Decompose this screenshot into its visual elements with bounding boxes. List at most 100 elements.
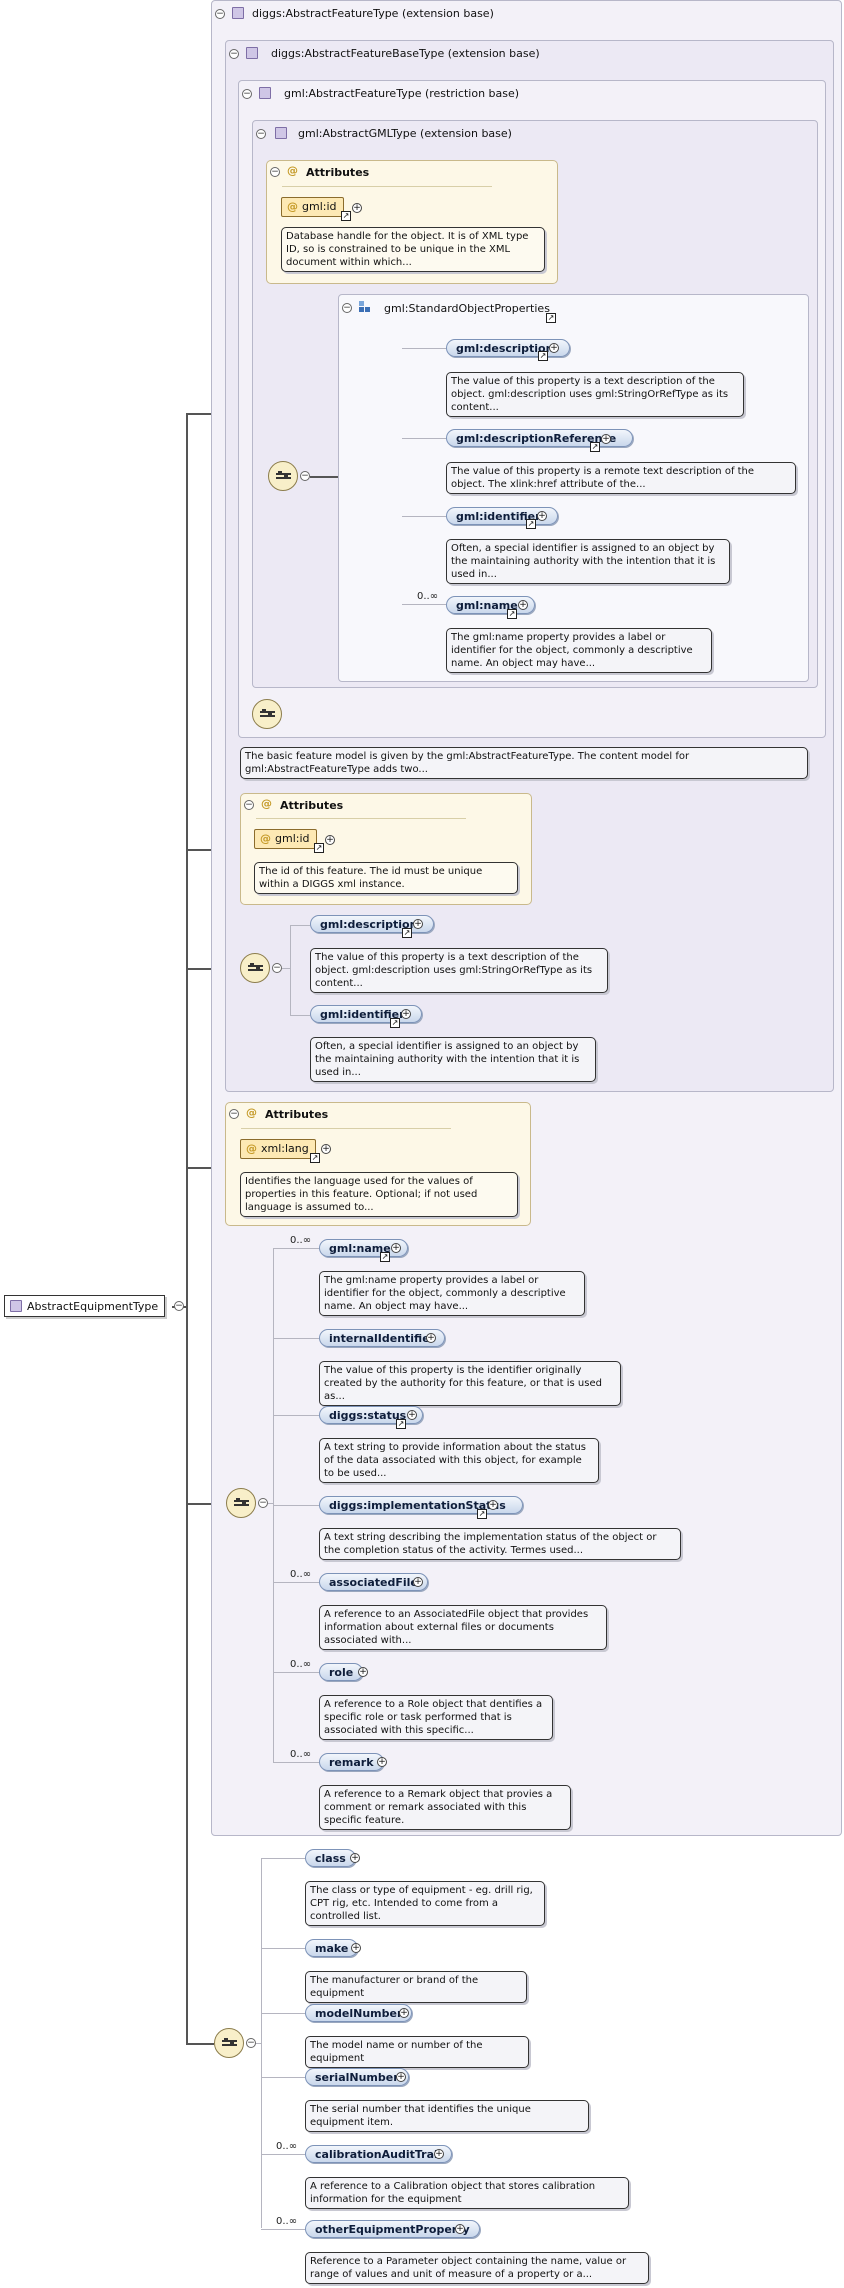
frame2-collapse-icon[interactable]: − xyxy=(229,49,239,59)
seq-f1-connector xyxy=(268,1503,273,1504)
attr-gml-id-1[interactable]: @ gml:id xyxy=(281,197,344,217)
attr-at-icon: @ xyxy=(246,1142,257,1155)
sequence-f1-collapse-icon[interactable]: − xyxy=(258,1498,268,1508)
sequence-icon-gml-type[interactable] xyxy=(268,461,298,491)
element-f2-identifier[interactable]: gml:identifier xyxy=(310,1005,422,1023)
expand-icon[interactable]: + xyxy=(358,1667,368,1677)
sequence-own-collapse-icon[interactable]: − xyxy=(246,2038,256,2048)
expand-icon[interactable]: + xyxy=(396,2072,406,2082)
expand-icon[interactable]: + xyxy=(399,2008,409,2018)
element-class[interactable]: class xyxy=(305,1849,356,1867)
ref-arrow-icon[interactable]: ↗ xyxy=(380,1252,390,1262)
expand-icon[interactable]: + xyxy=(518,600,528,610)
cardinality-label: 0..∞ xyxy=(290,1659,312,1670)
frame1-title: diggs:AbstractFeatureType (extension bas… xyxy=(252,7,494,20)
sequence-icon-feature-base[interactable] xyxy=(240,953,270,983)
sequence-icon-equipment[interactable] xyxy=(214,2028,244,2058)
ref-arrow-icon[interactable]: ↗ xyxy=(390,1018,400,1028)
element-model-number[interactable]: modelNumber xyxy=(305,2004,413,2022)
sequence-icon-feature-type[interactable] xyxy=(252,699,282,729)
attributes1-title: Attributes xyxy=(306,166,370,179)
expand-icon[interactable]: + xyxy=(407,1410,417,1420)
cardinality-label: 0..∞ xyxy=(290,1749,312,1760)
cardinality-label: 0..∞ xyxy=(290,1235,312,1246)
ref-arrow-icon[interactable]: ↗ xyxy=(341,211,351,221)
attributes3-divider xyxy=(241,1128,451,1129)
attributes3-collapse-icon[interactable]: − xyxy=(229,1109,239,1119)
expand-icon[interactable]: + xyxy=(413,1577,423,1587)
spine-branch-seq1 xyxy=(186,1503,226,1505)
expand-icon[interactable]: + xyxy=(537,511,547,521)
element-calibration-audit-trail[interactable]: calibrationAuditTrail xyxy=(305,2145,452,2163)
expand-icon[interactable]: + xyxy=(488,1500,498,1510)
element-f1-role-desc: A reference to a Role object that dentif… xyxy=(319,1695,553,1740)
sequence-f4-collapse-icon[interactable]: − xyxy=(300,471,310,481)
f1-branch-7 xyxy=(273,1762,319,1763)
frame1-collapse-icon[interactable]: − xyxy=(215,9,225,19)
ref-arrow-icon[interactable]: ↗ xyxy=(590,442,600,452)
sop-collapse-icon[interactable]: − xyxy=(342,303,352,313)
f1-branch-1 xyxy=(273,1248,319,1249)
frame4-collapse-icon[interactable]: − xyxy=(256,129,266,139)
f1-branch-4 xyxy=(273,1505,319,1506)
ref-arrow-icon[interactable]: ↗ xyxy=(396,1419,406,1429)
frame4-title: gml:AbstractGMLType (extension base) xyxy=(298,127,512,140)
root-type-box[interactable]: AbstractEquipmentType xyxy=(4,1295,166,1317)
attributes2-divider xyxy=(256,818,466,819)
element-other-equipment-property-desc: Reference to a Parameter object containi… xyxy=(305,2252,649,2284)
sequence-icon-abstract-feature[interactable] xyxy=(226,1488,256,1518)
expand-icon[interactable]: + xyxy=(351,1943,361,1953)
attributes2-title: Attributes xyxy=(280,799,344,812)
element-f1-associated-file-desc: A reference to an AssociatedFile object … xyxy=(319,1605,607,1650)
spine-branch-attr3 xyxy=(186,1167,226,1169)
own-branch-1 xyxy=(261,1858,305,1859)
element-f1-implementation-status[interactable]: diggs:implementationStatus xyxy=(319,1496,523,1514)
element-sop-description-reference[interactable]: gml:descriptionReference xyxy=(446,429,634,447)
ref-arrow-icon[interactable]: ↗ xyxy=(402,928,412,938)
element-class-desc: The class or type of equipment - eg. dri… xyxy=(305,1881,545,1926)
element-f1-associated-file[interactable]: associatedFile xyxy=(319,1573,428,1591)
expand-icon[interactable]: + xyxy=(321,1144,331,1154)
ref-arrow-icon[interactable]: ↗ xyxy=(314,843,324,853)
element-serial-number[interactable]: serialNumber xyxy=(305,2068,409,2086)
sop-ref-arrow-icon[interactable]: ↗ xyxy=(546,313,556,323)
attr-gml-id-2[interactable]: @ gml:id xyxy=(254,829,317,849)
ref-arrow-icon[interactable]: ↗ xyxy=(310,1153,320,1163)
frame3-desc: The basic feature model is given by the … xyxy=(240,747,808,779)
frame2-title: diggs:AbstractFeatureBaseType (extension… xyxy=(271,47,540,60)
element-make[interactable]: make xyxy=(305,1939,359,1957)
frame3-collapse-icon[interactable]: − xyxy=(242,89,252,99)
root-type-label: AbstractEquipmentType xyxy=(27,1300,159,1313)
f2-branch-1 xyxy=(290,925,310,926)
expand-icon[interactable]: + xyxy=(401,1009,411,1019)
attributes1-collapse-icon[interactable]: − xyxy=(270,167,280,177)
expand-icon[interactable]: + xyxy=(377,1757,387,1767)
expand-icon[interactable]: + xyxy=(549,343,559,353)
ref-arrow-icon[interactable]: ↗ xyxy=(526,519,536,529)
attribute-at-icon: @ xyxy=(246,1106,257,1119)
attributes2-collapse-icon[interactable]: − xyxy=(244,800,254,810)
element-model-number-desc: The model name or number of the equipmen… xyxy=(305,2036,529,2068)
expand-icon[interactable]: + xyxy=(413,919,423,929)
attr-xml-lang-label: xml:lang xyxy=(261,1142,309,1155)
element-f1-internal-identifier[interactable]: internalIdentifier xyxy=(319,1329,446,1347)
attributes3-title: Attributes xyxy=(265,1108,329,1121)
ref-arrow-icon[interactable]: ↗ xyxy=(507,609,517,619)
expand-icon[interactable]: + xyxy=(455,2224,465,2234)
expand-icon[interactable]: + xyxy=(434,2149,444,2159)
ref-arrow-icon[interactable]: ↗ xyxy=(538,351,548,361)
own-branch-2 xyxy=(261,1948,305,1949)
root-collapse-icon[interactable]: − xyxy=(174,1301,184,1311)
element-f1-role[interactable]: role xyxy=(319,1663,364,1681)
expand-icon[interactable]: + xyxy=(350,1853,360,1863)
element-f1-remark[interactable]: remark xyxy=(319,1753,384,1771)
expand-icon[interactable]: + xyxy=(426,1333,436,1343)
sequence-f2-collapse-icon[interactable]: − xyxy=(272,963,282,973)
attr-xml-lang[interactable]: @ xml:lang xyxy=(240,1139,316,1159)
expand-icon[interactable]: + xyxy=(325,835,335,845)
expand-icon[interactable]: + xyxy=(391,1243,401,1253)
expand-icon[interactable]: + xyxy=(352,203,362,213)
element-other-equipment-property[interactable]: otherEquipmentProperty xyxy=(305,2220,480,2238)
expand-icon[interactable]: + xyxy=(601,434,611,444)
ref-arrow-icon[interactable]: ↗ xyxy=(477,1509,487,1519)
